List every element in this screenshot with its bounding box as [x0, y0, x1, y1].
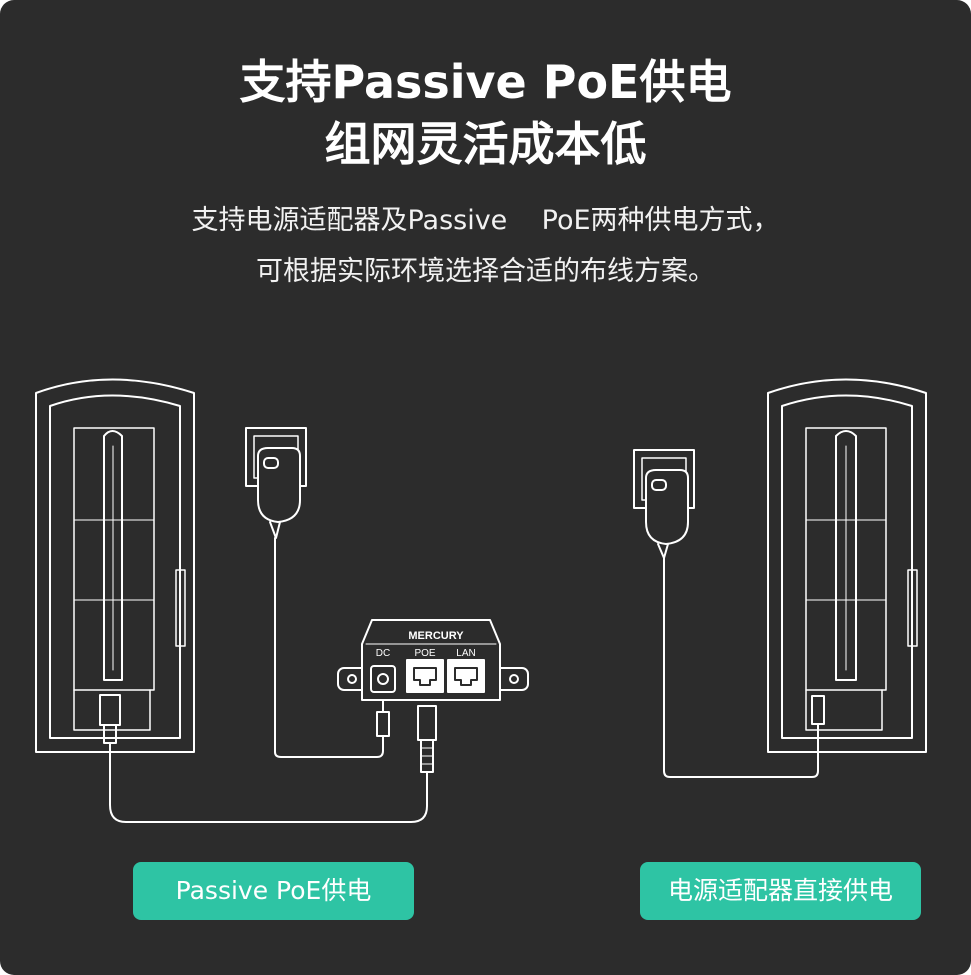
left-power-adapter-icon: [245, 427, 307, 539]
port-label-poe: POE: [414, 648, 435, 659]
adapter-to-injector-cable: [274, 537, 384, 758]
injector-brand-label: MERCURY: [408, 630, 464, 642]
injector-to-left-cpe-cable: [109, 742, 428, 823]
headline-line-2: 组网灵活成本低: [324, 117, 647, 171]
description-line-1: 支持电源适配器及Passive PoE两种供电方式，: [191, 205, 780, 236]
port-label-lan: LAN: [456, 648, 475, 659]
adapter-power-label: 电源适配器直接供电: [640, 862, 921, 920]
passive-poe-label: Passive PoE供电: [133, 862, 414, 920]
description-line-2: 可根据实际环境选择合适的布线方案。: [256, 256, 715, 287]
port-label-dc: DC: [376, 648, 390, 659]
right-power-adapter-icon: [633, 449, 695, 559]
right-outdoor-cpe-icon: [767, 378, 927, 753]
adapter-to-right-cpe-cable: [663, 557, 819, 778]
poe-injector-icon: [337, 619, 529, 773]
headline-line-1: 支持Passive PoE供电: [239, 55, 732, 109]
left-outdoor-cpe-icon: [35, 378, 195, 753]
